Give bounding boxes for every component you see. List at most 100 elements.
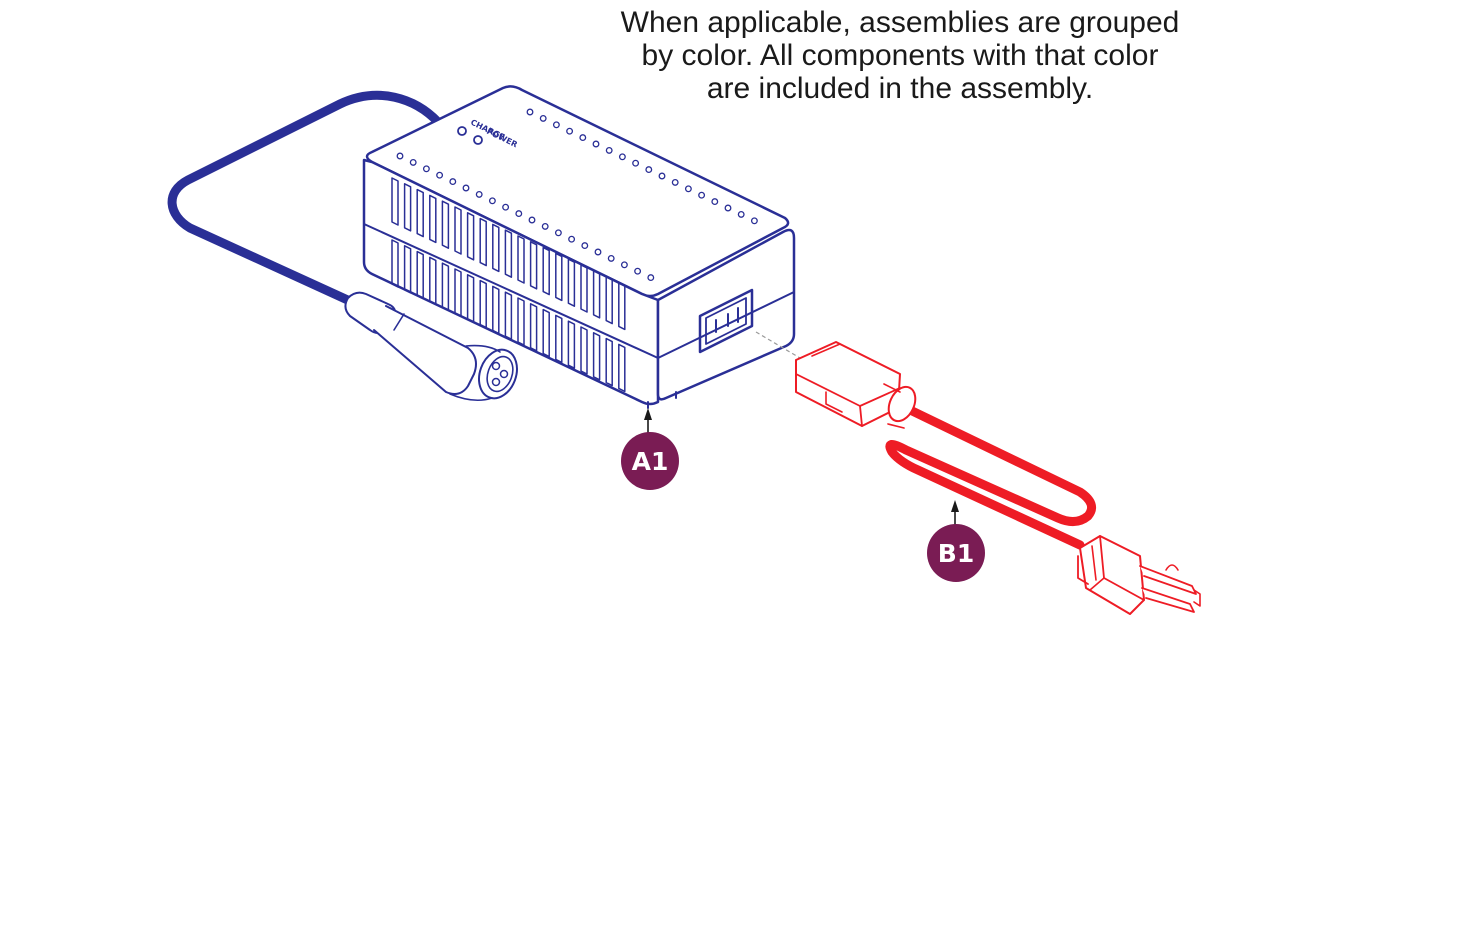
charger-vent-slots: [391, 177, 626, 393]
vent-slot: [592, 270, 601, 319]
vent-slot: [466, 274, 475, 323]
callout-b1: B1: [927, 500, 985, 582]
diagram-caption: When applicable, assemblies are grouped …: [560, 6, 1240, 105]
charger-side-face: [362, 158, 660, 406]
vent-slot: [403, 183, 412, 232]
vent-slot: [454, 268, 462, 317]
edge-dot: [541, 222, 549, 230]
vent-slot: [504, 229, 513, 278]
edge-dot: [528, 216, 536, 224]
alignment-line: [755, 331, 801, 359]
edge-dot: [684, 185, 692, 193]
vent-slot: [492, 223, 500, 273]
edge-dot: [581, 242, 589, 250]
edge-dot: [539, 114, 547, 122]
vent-slot: [567, 258, 576, 307]
edge-dot: [449, 178, 457, 186]
vent-slot: [529, 241, 538, 290]
vent-slot: [517, 235, 525, 284]
edge-dot: [605, 146, 613, 154]
vent-slot: [504, 291, 513, 340]
callout-b1-badge: [927, 524, 985, 582]
edge-dot: [607, 254, 615, 262]
vent-slot: [567, 320, 576, 369]
edge-dot: [488, 197, 496, 205]
edge-dot: [658, 172, 666, 180]
charge-led-icon: [457, 126, 467, 136]
edge-dot: [526, 108, 534, 116]
edge-dot: [579, 134, 587, 142]
nema-plug: [1077, 535, 1201, 615]
vent-slot: [542, 246, 550, 296]
edge-dot: [462, 184, 470, 192]
edge-dot: [671, 178, 679, 186]
edge-dot: [566, 127, 574, 135]
power-cord-cable: [885, 403, 1097, 550]
vent-slot: [618, 343, 626, 393]
vent-slot: [492, 285, 500, 335]
charger-feet: [647, 391, 677, 409]
edge-dot: [620, 261, 628, 269]
vent-slot: [479, 217, 487, 267]
vent-slot: [391, 177, 399, 226]
caption-line-2: by color. All components with that color: [641, 39, 1159, 72]
vent-slot: [429, 194, 437, 244]
vent-slot: [592, 332, 601, 381]
edge-dot: [396, 152, 404, 160]
vent-slot: [466, 212, 475, 261]
vent-slot: [555, 314, 563, 364]
edge-dot: [554, 229, 562, 237]
charger-ac-inlet: [698, 288, 754, 354]
caption-line-3: are included in the assembly.: [706, 72, 1094, 105]
vent-slot: [618, 281, 626, 331]
vent-slot: [391, 239, 399, 288]
power-cord: [795, 341, 1201, 615]
vent-slot: [605, 275, 613, 325]
vent-slot: [605, 337, 613, 387]
charger-top-face: [365, 85, 790, 298]
vent-slot: [555, 252, 563, 302]
charger-seam-end: [657, 291, 795, 359]
edge-dot: [515, 210, 523, 218]
vent-slot: [454, 206, 462, 255]
edge-dot: [552, 121, 560, 129]
battery-charger: CHARGE POWER: [167, 85, 796, 409]
edge-dot: [618, 153, 626, 161]
edge-dot: [436, 171, 444, 179]
edge-dot: [634, 267, 642, 275]
vent-slot: [429, 256, 437, 306]
charger-end-face: [656, 228, 796, 401]
callout-a1-badge: [621, 432, 679, 490]
charger-output-cable: [167, 90, 443, 307]
vent-slot: [580, 326, 588, 375]
vent-slot: [441, 262, 450, 311]
xlr-connector: [344, 291, 518, 402]
vent-slot: [580, 264, 588, 313]
edge-dot: [632, 159, 640, 167]
edge-dot: [645, 166, 653, 174]
edge-dot: [592, 140, 600, 148]
edge-dot: [502, 203, 510, 211]
callout-a1: A1: [621, 408, 679, 490]
charger-top-dots: [396, 108, 758, 282]
edge-dot: [568, 235, 576, 243]
edge-dot: [409, 158, 417, 166]
vent-slot: [416, 250, 424, 300]
edge-dot: [422, 165, 430, 173]
callout-a1-label: A1: [632, 447, 669, 476]
charger-seam-side: [363, 223, 659, 359]
vent-slot: [517, 297, 525, 346]
vent-slot: [441, 200, 450, 249]
edge-dot: [750, 217, 758, 225]
edge-dot: [711, 198, 719, 206]
vent-slot: [416, 188, 424, 238]
callout-b1-arrow-icon: [951, 500, 959, 512]
edge-dot: [475, 190, 483, 198]
edge-dot: [698, 191, 706, 199]
edge-dot: [724, 204, 732, 212]
edge-dot: [594, 248, 602, 256]
vent-slot: [542, 308, 550, 358]
power-led-icon: [473, 135, 483, 145]
edge-dot: [737, 210, 745, 218]
